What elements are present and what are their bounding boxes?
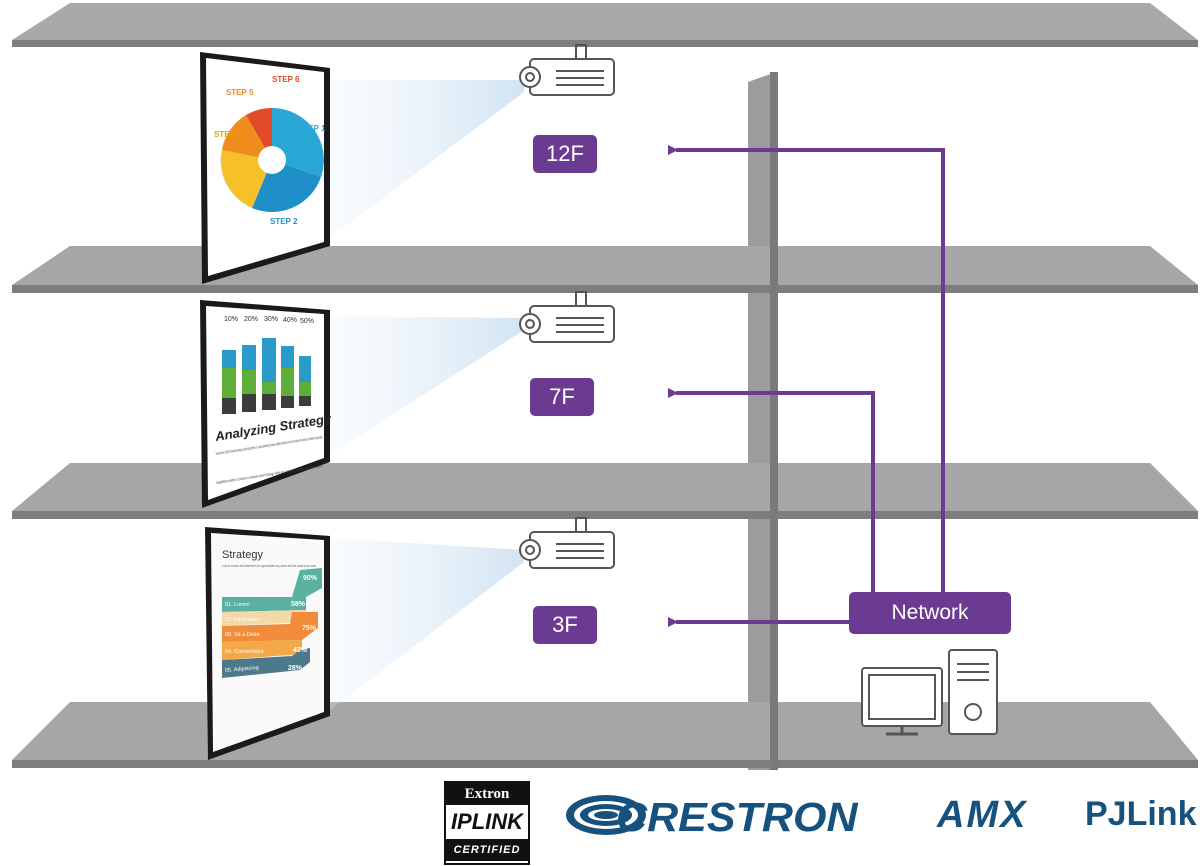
projector-icon-7f (519, 291, 615, 343)
pct-30: 30% (264, 316, 278, 323)
strategy-pct-75: 75% (302, 625, 317, 632)
floor-slab-7f (12, 463, 1198, 519)
step3-label: STEP 3 (214, 130, 242, 139)
strategy-subtitle: a set of choices that determine the oppo… (222, 564, 317, 568)
strategy-pct-58: 58% (291, 601, 306, 608)
projector-beam-3f (330, 538, 524, 710)
partner-logos: Extron IPLINK CERTIFIED CRESTRON AMX PJL… (440, 775, 1200, 866)
strategy-item-5: 05. Adipiscing (225, 665, 259, 674)
pie-segment-step5 (222, 115, 272, 160)
projector-beam-7f (330, 316, 524, 455)
strategy-item-3: 03. Sit a Dolor (225, 632, 260, 638)
projection-screen-7f: 10% 20% 30% 40% 50% Analyzing Strategy M… (200, 300, 333, 508)
wall-edge (770, 72, 778, 770)
projection-screen-12f: STEP 6 STEP 5 STEP 3 STEP 1 STEP 2 (200, 52, 330, 284)
certified-logo-text: CERTIFIED (446, 839, 528, 861)
floor-label-3f: 3F (533, 606, 597, 644)
extron-iplink-logo: Extron IPLINK CERTIFIED (444, 781, 530, 865)
ceiling-slab (12, 3, 1198, 47)
projector-beam-12f (330, 80, 524, 238)
strategy-item-2: 02. Innovation (225, 617, 260, 623)
strategy-item-4: 04. Consectetur (225, 649, 264, 655)
step6-label: STEP 6 (272, 75, 300, 84)
step1-label: STEP 1 (298, 124, 326, 133)
projector-icon-12f (519, 44, 615, 96)
stacked-bars (222, 338, 311, 414)
iplink-logo-text: IPLINK (450, 809, 524, 834)
floor-slab-3f (12, 702, 1198, 768)
floor-label-12f: 12F (533, 135, 597, 173)
strategy-pct-28: 28% (288, 665, 303, 672)
pie-segment-step6 (246, 108, 272, 160)
network-box: Network (849, 592, 1011, 634)
strategy-item-1: 01. Lorem (225, 602, 250, 608)
amx-logo-text: AMX (937, 794, 1028, 836)
line-to-12f (668, 145, 945, 594)
projector-icon-3f (519, 517, 615, 569)
step5-label: STEP 5 (226, 88, 254, 97)
network-lines (668, 145, 945, 627)
projection-screen-3f: Strategy a set of choices that determine… (205, 527, 330, 760)
pct-40: 40% (283, 317, 297, 324)
line-to-7f (668, 388, 875, 594)
strategy-title: Strategy (222, 549, 263, 561)
pjlink-logo-text: PJLink (1085, 795, 1197, 833)
floor-label-7f: 7F (530, 378, 594, 416)
strategy-pct-43: 43% (293, 647, 308, 654)
strategy-pct-90: 90% (303, 575, 318, 582)
pct-20: 20% (244, 316, 258, 323)
crestron-logo-emblem (566, 795, 646, 835)
strategy-ribbons (222, 568, 322, 678)
extron-logo-text: Extron (446, 783, 528, 805)
pct-50: 50% (300, 318, 314, 325)
pct-10: 10% (224, 316, 238, 323)
crestron-logo-text: CRESTRON (616, 794, 858, 840)
step2-label: STEP 2 (270, 217, 298, 226)
floor-slab-12f (12, 246, 1198, 293)
computer-icon (861, 649, 998, 736)
